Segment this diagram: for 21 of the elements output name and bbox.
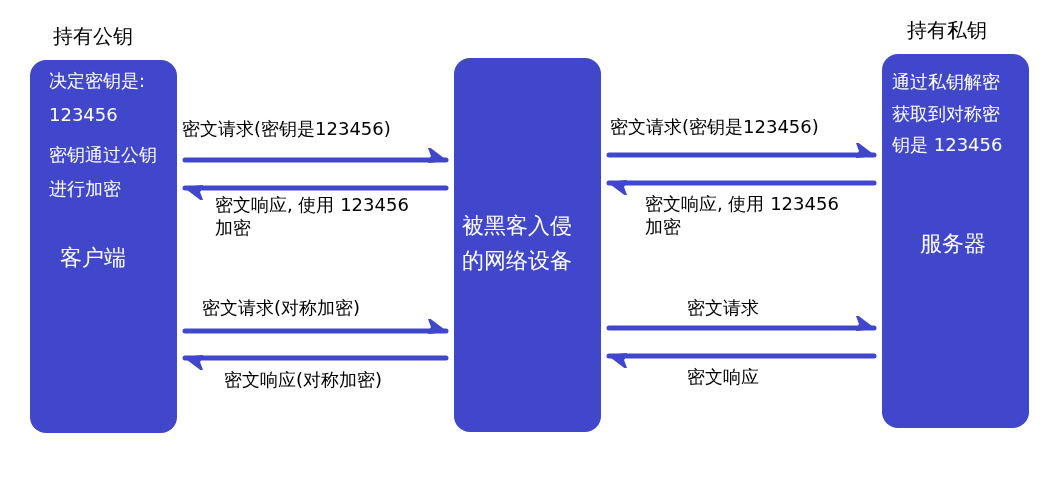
edge-label: 密文请求(密钥是123456) <box>180 118 393 141</box>
arrow <box>606 315 877 331</box>
node-text: 123456 <box>49 104 119 127</box>
node-text: 决定密钥是: <box>49 70 147 93</box>
arrow <box>182 147 449 163</box>
node-text: 通过私钥解密获取到对称密钥是 123456 <box>892 70 1004 157</box>
edge-label: 密文请求 <box>685 297 761 320</box>
arrow <box>606 180 877 196</box>
arrow <box>182 318 449 334</box>
node-text: 客户端 <box>60 244 127 272</box>
arrow <box>606 353 877 369</box>
edge-label: 密文响应 <box>685 366 761 389</box>
arrow <box>606 142 877 158</box>
edge-label: 密文请求(密钥是123456) <box>608 116 821 139</box>
arrow <box>182 355 449 371</box>
node-text: 被黑客入侵的网络设备 <box>462 212 573 276</box>
node-text: 密钥通过公钥进行加密 <box>49 143 158 202</box>
node-heading: 持有私钥 <box>907 18 988 43</box>
node-text: 服务器 <box>920 230 987 258</box>
node-heading: 持有公钥 <box>53 24 134 49</box>
arrow <box>182 185 449 201</box>
